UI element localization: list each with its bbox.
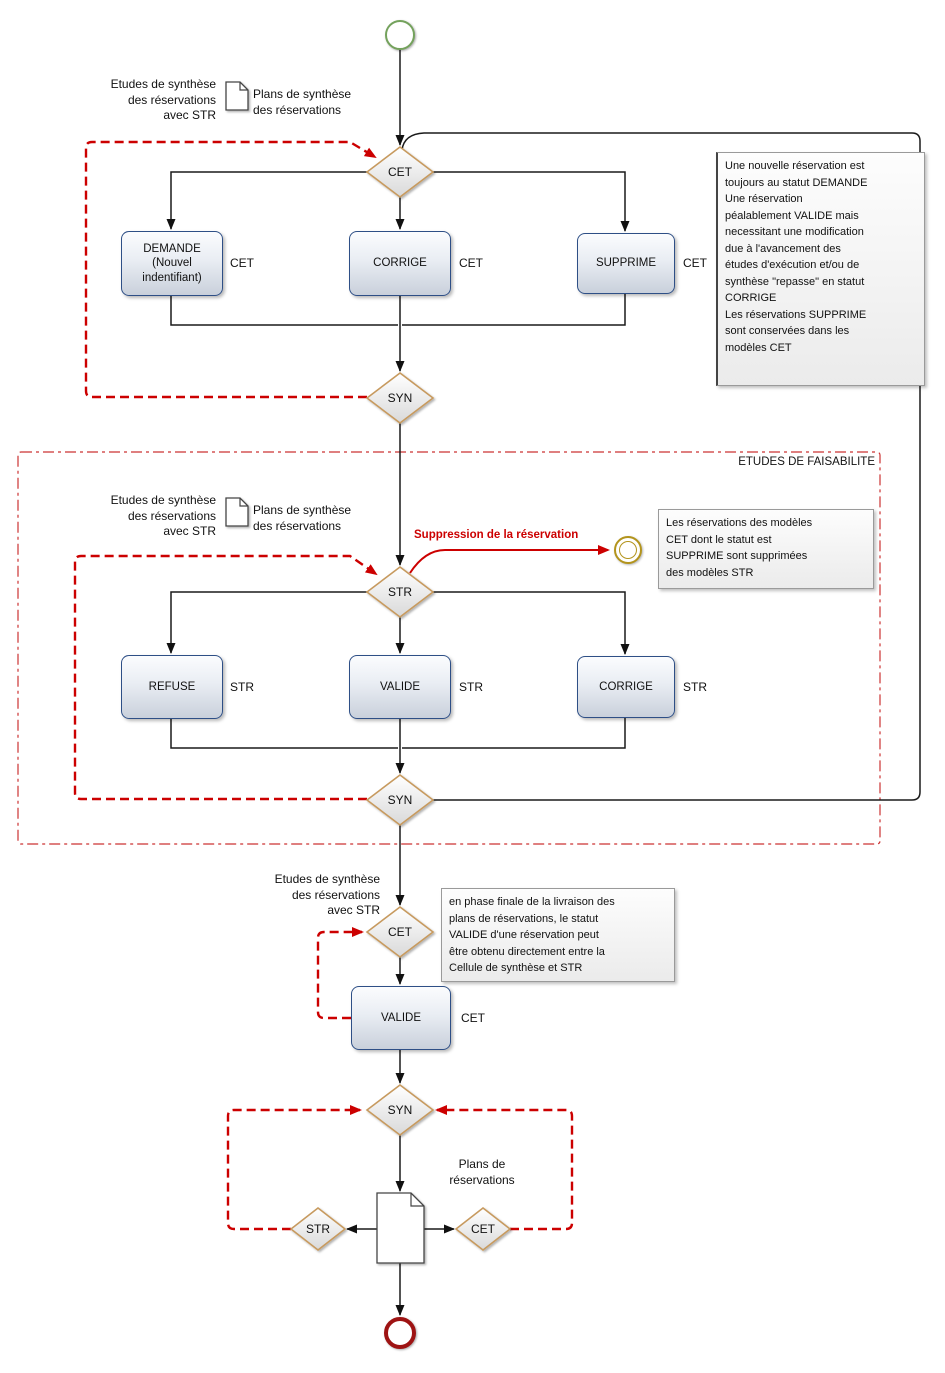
phase2-input-label: Etudes de synthèse des réservations avec… — [110, 493, 216, 539]
state-valide-cet: VALIDE — [351, 986, 451, 1050]
state-refuse-label: REFUSE — [148, 680, 196, 693]
state-supprime: SUPPRIME — [577, 233, 675, 294]
end-event-icon — [384, 1317, 416, 1349]
plans-reservations-label: Plans de réservations — [449, 1157, 515, 1187]
state-valide-str-label: VALIDE — [379, 680, 421, 693]
red-loop-phase2 — [73, 554, 378, 801]
state-corrige-str-label: CORRIGE — [599, 680, 653, 693]
red-loop-phase1 — [84, 140, 377, 399]
document-icon-phase1 — [225, 81, 249, 111]
document-icon-phase2 — [225, 497, 249, 527]
gateway-syn-3-label: SYN — [387, 1103, 413, 1117]
phase1-input-label: Etudes de synthèse des réservations avec… — [110, 77, 216, 123]
faisabilite-region-label: ETUDES DE FAISABILITE — [738, 456, 875, 468]
connector-refuse-join — [170, 717, 398, 749]
state-valide-str-tag: STR — [459, 680, 483, 694]
state-corrige-cet-label: CORRIGE — [373, 257, 427, 270]
state-corrige-cet-tag: CET — [459, 256, 483, 270]
gateway-cet-1-label: CET — [388, 165, 412, 179]
gateway-syn-2-label: SYN — [387, 793, 413, 807]
gateway-cet-bottom — [454, 1206, 512, 1252]
state-supprime-label: SUPPRIME — [595, 257, 657, 270]
gateway-cet-2 — [365, 905, 435, 959]
gateway-syn-2 — [365, 773, 435, 827]
state-refuse: REFUSE — [121, 655, 223, 719]
gateway-cet-1 — [365, 145, 435, 199]
connector-cet1-to-demande — [166, 171, 367, 230]
connector-cet1-to-supprime — [433, 171, 630, 232]
gateway-str-bottom-label: STR — [306, 1222, 330, 1236]
red-loop-phase3 — [316, 927, 364, 1020]
connector-corrige2-join — [402, 716, 626, 749]
state-corrige-cet: CORRIGE — [349, 231, 451, 296]
state-refuse-tag: STR — [230, 680, 254, 694]
document-plans-fold — [410, 1193, 424, 1207]
suppression-label: Suppression de la réservation — [414, 529, 579, 541]
gateway-str-bottom — [289, 1206, 347, 1252]
connector-supprime-join — [402, 292, 626, 326]
phase2-plans-label: Plans de synthèse des réservations — [253, 503, 352, 533]
state-demande: DEMANDE (Nouvel indentifiant) — [121, 231, 223, 296]
note-suppression: Les réservations des modèles CET dont le… — [658, 509, 874, 589]
document-icon-phase2-fold — [239, 498, 248, 507]
document-plans-reservations — [376, 1192, 425, 1264]
gateway-str-1 — [365, 565, 435, 619]
state-valide-cet-label: VALIDE — [380, 1011, 422, 1024]
start-event-icon — [385, 20, 415, 50]
connector-str-to-refuse — [166, 591, 367, 654]
connector-str-to-corrige2 — [433, 591, 630, 655]
document-icon-phase1-fold — [239, 82, 248, 91]
phase1-plans-label: Plans de synthèse des réservations — [253, 87, 352, 117]
note-phase-finale: en phase finale de la livraison des plan… — [441, 888, 675, 982]
state-corrige-str-tag: STR — [683, 680, 707, 694]
gateway-syn-1-label: SYN — [387, 391, 413, 405]
gateway-cet-2-label: CET — [388, 925, 412, 939]
gateway-syn-3 — [365, 1083, 435, 1137]
note-demande-explanation: Une nouvelle réservation est toujours au… — [716, 152, 925, 386]
red-suppression-arrow — [409, 545, 610, 574]
gateway-str-1-label: STR — [388, 585, 412, 599]
state-demande-label: DEMANDE (Nouvel indentifiant) — [142, 242, 202, 284]
suppression-end-event-icon — [614, 536, 642, 564]
state-valide-cet-tag: CET — [461, 1011, 485, 1025]
phase3-input-label: Etudes de synthèse des réservations avec… — [274, 872, 380, 918]
faisabilite-region-border — [17, 451, 881, 845]
connector-demande-join — [170, 294, 398, 326]
state-valide-str: VALIDE — [349, 655, 451, 719]
connector-feedback-loop — [401, 132, 921, 801]
state-demande-tag: CET — [230, 256, 254, 270]
red-loop-final-right — [435, 1105, 574, 1231]
gateway-cet-bottom-label: CET — [471, 1222, 495, 1236]
state-corrige-str: CORRIGE — [577, 656, 675, 718]
state-supprime-tag: CET — [683, 256, 707, 270]
gateway-syn-1 — [365, 371, 435, 425]
red-loop-final-left — [226, 1105, 362, 1231]
